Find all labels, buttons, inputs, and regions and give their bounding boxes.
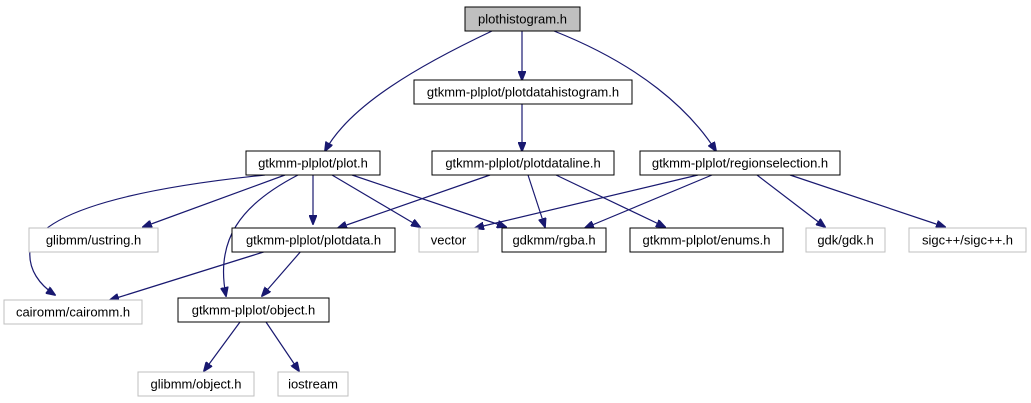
edge-plothistogram-regionselection [553,30,716,151]
node-label: gdk/gdk.h [817,233,873,248]
node-label: vector [431,233,467,248]
node-plot[interactable]: gtkmm-plplot/plot.h [245,150,381,176]
edge-regionselection-gdk [756,174,825,227]
node-label: gtkmm-plplot/plot.h [258,156,368,171]
node-regionselection[interactable]: gtkmm-plplot/regionselection.h [639,150,841,176]
node-label: sigc++/sigc++.h [922,233,1013,248]
edge-regionselection-vector [475,174,699,228]
edge-plothistogram-plot [325,30,493,151]
node-ustring[interactable]: glibmm/ustring.h [28,227,159,253]
node-plotdata[interactable]: gtkmm-plplot/plotdata.h [231,227,396,253]
node-rgba[interactable]: gdkmm/rgba.h [501,227,607,253]
edge-object-iostream [265,321,299,371]
node-cairomm[interactable]: cairomm/cairomm.h [3,299,143,325]
edge-plot-rgba [351,174,506,227]
node-glibobject[interactable]: glibmm/object.h [137,371,255,397]
edge-regionselection-rgba [585,174,713,228]
node-plotdatahistogram[interactable]: gtkmm-plplot/plotdatahistogram.h [413,79,633,105]
edge-plotdataline-plotdata [338,174,491,228]
node-iostream[interactable]: iostream [277,371,349,397]
node-label: gtkmm-plplot/plotdatahistogram.h [427,85,619,100]
node-label: gtkmm-plplot/enums.h [643,233,771,248]
node-enums[interactable]: gtkmm-plplot/enums.h [629,227,784,253]
node-label: cairomm/cairomm.h [16,305,130,320]
node-label: glibmm/ustring.h [46,233,141,248]
node-label: plothistogram.h [478,12,567,27]
node-gdk[interactable]: gdk/gdk.h [805,227,886,253]
edge-plotdata-cairomm [110,249,271,300]
edge-plotdataline-enums [555,174,665,227]
edge-plotdataline-rgba [527,174,545,227]
edge-plot-ustring [143,174,286,227]
node-label: gtkmm-plplot/object.h [192,303,316,318]
node-plothistogram[interactable]: plothistogram.h [464,6,581,32]
edge-plot-vector [331,174,420,227]
node-sigc[interactable]: sigc++/sigc++.h [908,227,1027,253]
node-label: gdkmm/rgba.h [512,233,595,248]
node-label: glibmm/object.h [150,377,241,392]
node-vector[interactable]: vector [418,227,479,253]
edge-object-glibobject [204,321,241,371]
node-plotdataline[interactable]: gtkmm-plplot/plotdataline.h [431,150,615,176]
node-label: gtkmm-plplot/plotdata.h [246,233,381,248]
edge-plot-object [223,174,299,296]
node-label: gtkmm-plplot/regionselection.h [652,156,828,171]
edge-regionselection-sigc [789,174,945,227]
edge-plotdata-object [262,249,303,296]
node-label: gtkmm-plplot/plotdataline.h [445,156,600,171]
node-label: iostream [288,377,338,392]
node-object[interactable]: gtkmm-plplot/object.h [177,297,330,323]
